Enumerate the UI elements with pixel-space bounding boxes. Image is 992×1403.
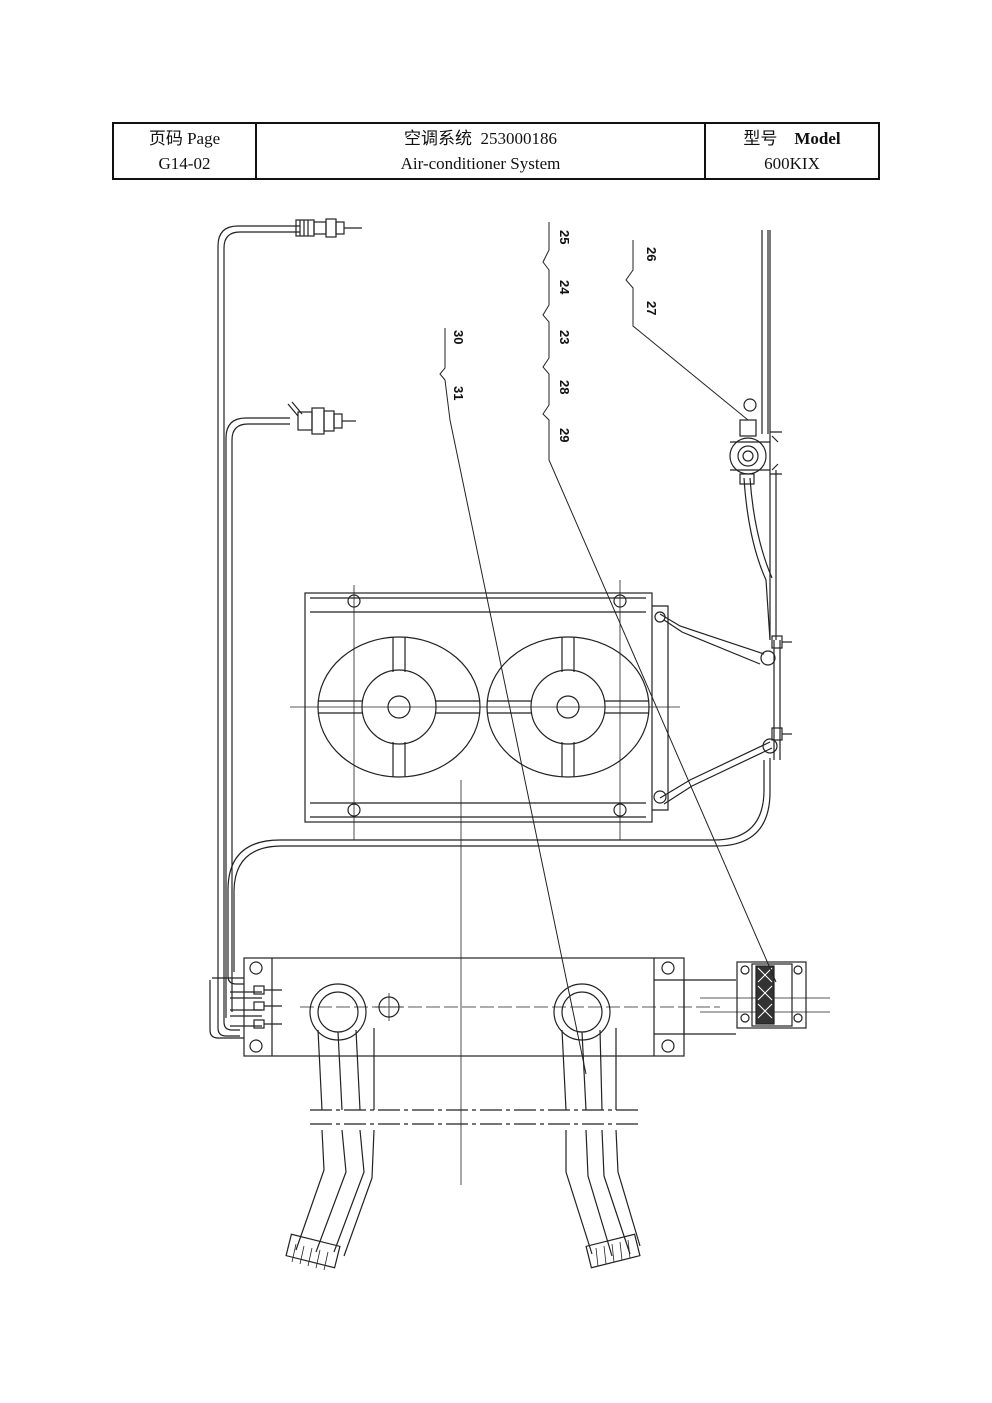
callout-27: 27 bbox=[644, 301, 659, 315]
model-cell: 型号 Model 600KIX bbox=[706, 124, 878, 178]
top-fitting-upper bbox=[295, 218, 362, 238]
callout-26: 26 bbox=[644, 247, 659, 261]
system-cell: 空调系统 253000186 Air-conditioner System bbox=[257, 124, 706, 178]
model-label-row: 型号 Model bbox=[743, 129, 840, 149]
part-number: 253000186 bbox=[480, 128, 558, 148]
right-pipes bbox=[743, 230, 781, 760]
break-lines bbox=[310, 1109, 640, 1125]
page-cell: 页码 Page G14-02 bbox=[114, 124, 257, 178]
filter-block bbox=[736, 961, 807, 1029]
leader-lines bbox=[439, 222, 777, 1075]
callout-24: 24 bbox=[557, 280, 572, 295]
system-title-cn: 空调系统 bbox=[404, 128, 472, 148]
model-label-cn: 型号 bbox=[743, 128, 778, 148]
page-label: 页码 Page bbox=[148, 128, 221, 148]
model-value: 600KIX bbox=[764, 153, 820, 173]
callout-31: 31 bbox=[451, 386, 466, 400]
left-hose-lines bbox=[209, 225, 771, 1039]
evaporator-bracket bbox=[243, 957, 720, 1057]
callout-23: 23 bbox=[557, 330, 572, 344]
system-title-en: Air-conditioner System bbox=[400, 153, 561, 173]
fan-left bbox=[317, 636, 481, 778]
condenser-fan-assembly bbox=[290, 580, 680, 840]
title-block: 页码 Page G14-02 空调系统 253000186 Air-condit… bbox=[112, 122, 880, 180]
page-number: G14-02 bbox=[158, 153, 211, 173]
callout-25: 25 bbox=[557, 230, 572, 244]
condenser-brackets bbox=[659, 613, 792, 805]
bracket-extension bbox=[654, 979, 830, 1035]
callout-28: 28 bbox=[557, 380, 572, 394]
model-label-en: Model bbox=[794, 128, 841, 148]
heater-hose-left bbox=[285, 983, 375, 1271]
callout-30: 30 bbox=[451, 330, 466, 344]
fan-right bbox=[486, 636, 650, 778]
system-title-row: 空调系统 253000186 bbox=[404, 129, 557, 149]
callout-labels: 25 24 23 28 29 26 27 30 31 bbox=[451, 230, 659, 442]
top-fitting-lower bbox=[287, 401, 356, 435]
callout-29: 29 bbox=[557, 428, 572, 442]
heater-hose-right bbox=[553, 983, 641, 1269]
